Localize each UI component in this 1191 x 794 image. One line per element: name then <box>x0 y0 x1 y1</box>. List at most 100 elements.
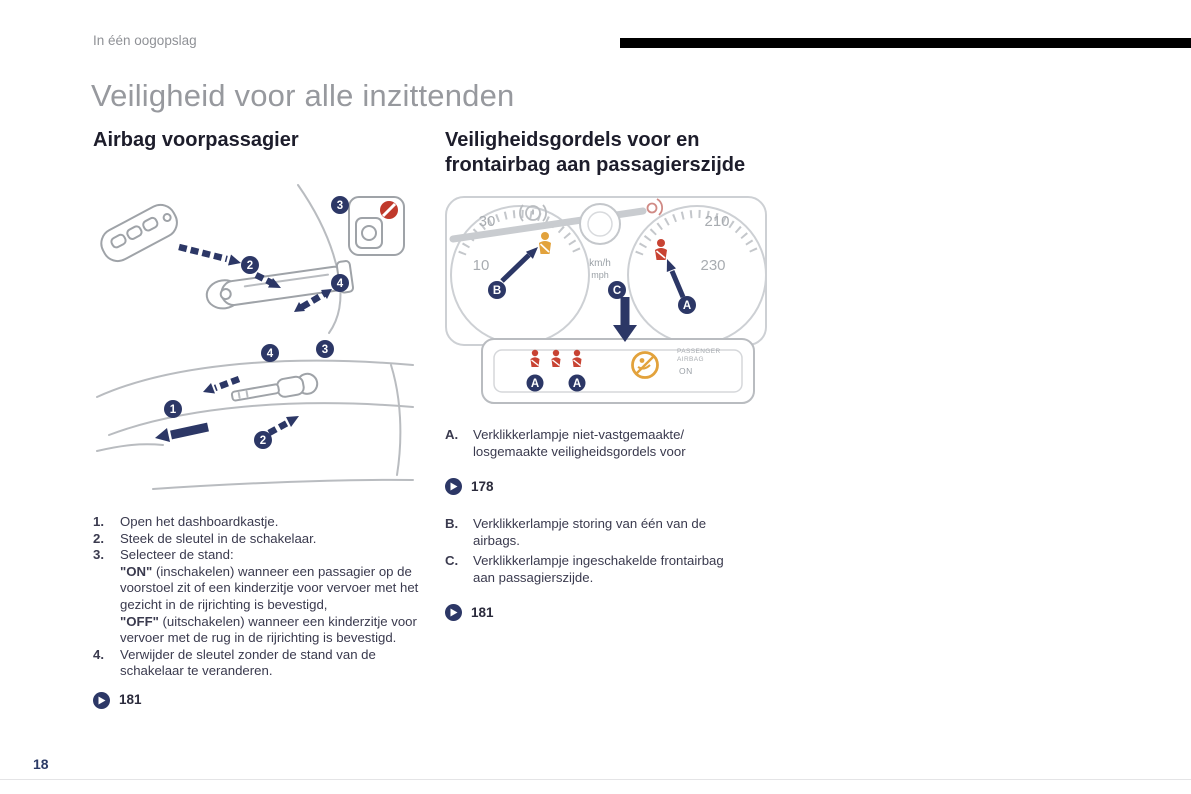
double-direction-arrow <box>294 289 332 312</box>
page-reference-number: 181 <box>471 605 494 620</box>
left-column-heading: Airbag voorpassagier <box>93 129 299 151</box>
step-number: 4. <box>93 646 104 662</box>
section-label: In één oogopslag <box>93 33 197 48</box>
ignition-key <box>230 372 319 402</box>
right-column-heading: Veiligheidsgordels voor en frontairbag a… <box>445 129 746 176</box>
direction-arrow <box>267 416 299 436</box>
callout-3-label: 3 <box>337 200 343 212</box>
callout-3-label: 3 <box>322 344 328 356</box>
step-text: Verwijder de sleutel zonder de stand van… <box>120 646 376 679</box>
page-reference-icon <box>445 478 462 495</box>
legend-letter: C. <box>445 553 459 568</box>
legend-item: C. Verklikkerlampje ingeschakelde fronta… <box>445 552 775 586</box>
off-option-label: "OFF" <box>120 613 159 629</box>
right-dial <box>627 205 767 345</box>
dashboard-outline <box>297 184 340 278</box>
speed-unit-label: mph <box>591 270 609 280</box>
callout-1: 1 <box>164 400 182 418</box>
instruction-step: 2. Steek de sleutel in de schakelaar. <box>93 531 420 548</box>
callout-4: 4 <box>261 344 279 362</box>
dashboard-outline <box>390 364 402 476</box>
remote-key-fob <box>100 203 178 263</box>
page-reference: 178 <box>445 478 775 495</box>
step-text: Steek de sleutel in de schakelaar. <box>120 530 317 546</box>
left-dial-ticks <box>458 209 582 256</box>
direction-arrow <box>155 422 209 442</box>
on-option-label: "ON" <box>120 563 153 579</box>
airbag-warning-icon <box>646 198 663 216</box>
label-a: A <box>678 296 696 314</box>
page-title: Veiligheid voor alle inzittenden <box>91 78 515 113</box>
bottom-rule <box>0 779 1191 780</box>
direction-arrow <box>254 272 281 288</box>
step-text: Selecteer de stand: "ON" (inschakelen) w… <box>120 547 420 647</box>
page-number: 18 <box>33 756 49 772</box>
legend-letter: B. <box>445 516 459 531</box>
svg-text:B: B <box>493 285 501 297</box>
page-reference: 181 <box>93 691 420 709</box>
pointer-arrow-a <box>666 259 686 298</box>
pointer-arrow-c <box>613 297 637 342</box>
dashboard-outline <box>96 443 164 452</box>
airbag-switch-illustration: 2 3 4 <box>96 184 414 490</box>
legend-item: A. Verklikkerlampje niet-vastgemaakte/ l… <box>445 426 775 460</box>
label-a: A <box>568 374 586 392</box>
callout-2: 2 <box>241 256 259 274</box>
label-b: B <box>488 281 506 299</box>
page-reference-icon <box>93 691 110 709</box>
prohibition-icon <box>380 201 398 219</box>
off-option: "OFF" (uitschakelen) wanneer een kinderz… <box>120 614 420 647</box>
on-option-text: (inschakelen) wanneer een passagier op d… <box>120 563 419 612</box>
seatbelt-status-icon <box>572 349 582 367</box>
instrument-cluster-illustration: 30 10 210 230 km/h mph <box>445 196 767 404</box>
svg-text:A: A <box>531 378 539 390</box>
seatbelt-warning-icon <box>655 239 667 260</box>
pointer-arrow-b <box>500 247 538 283</box>
svg-text:A: A <box>573 378 581 390</box>
callout-2-label: 2 <box>247 260 253 272</box>
step-number: 3. <box>93 547 104 563</box>
instruction-list: 1. Open het dashboardkastje. 2. Steek de… <box>93 514 420 709</box>
svg-text:A: A <box>683 300 691 312</box>
seatbelt-status-icon <box>551 349 561 367</box>
callout-1-label: 1 <box>170 404 177 416</box>
step-intro: Selecteer de stand: <box>120 547 234 563</box>
speed-unit-label: km/h <box>589 258 611 269</box>
callout-2: 2 <box>254 431 272 449</box>
brake-warning-icon <box>519 204 547 222</box>
page-reference: 181 <box>445 604 775 621</box>
on-option: "ON" (inschakelen) wanneer een passagier… <box>120 564 420 614</box>
instruction-step: 4. Verwijder de sleutel zonder de stand … <box>93 647 420 680</box>
dashboard-outline <box>96 359 414 398</box>
passenger-label: PASSENGER <box>677 348 721 355</box>
instruction-step: 3. Selecteer de stand: "ON" (inschakelen… <box>93 547 420 647</box>
legend-letter: A. <box>445 427 459 442</box>
label-c: C <box>608 281 626 299</box>
callout-2-label: 2 <box>260 435 266 447</box>
right-dial-ticks <box>635 209 759 256</box>
dial-number: 230 <box>700 257 725 274</box>
off-option-text: (uitschakelen) wanneer een kinderzitje v… <box>120 613 417 646</box>
callout-3: 3 <box>316 340 334 358</box>
airbag-deactivated-icon <box>631 351 659 379</box>
callout-4-label: 4 <box>337 278 344 290</box>
direction-arrow <box>178 243 241 266</box>
dashboard-outline <box>108 402 414 436</box>
page-reference-icon <box>445 604 462 621</box>
passenger-airbag-panel <box>481 338 755 404</box>
on-label: ON <box>679 366 693 376</box>
step-text: Open het dashboardkastje. <box>120 514 279 529</box>
label-a: A <box>526 374 544 392</box>
center-gauge <box>579 203 621 245</box>
dial-number: 10 <box>473 257 490 274</box>
legend-text: Verklikkerlampje storing van één van de … <box>473 516 707 548</box>
page-reference-number: 178 <box>471 479 494 494</box>
svg-text:C: C <box>613 285 621 297</box>
dashboard-outline <box>152 478 414 490</box>
dial-number: 210 <box>704 213 729 230</box>
step-number: 1. <box>93 514 104 529</box>
callout-3: 3 <box>331 196 349 214</box>
legend-text: Verklikkerlampje ingeschakelde frontairb… <box>473 553 724 585</box>
airbag-label: AIRBAG <box>677 356 704 363</box>
